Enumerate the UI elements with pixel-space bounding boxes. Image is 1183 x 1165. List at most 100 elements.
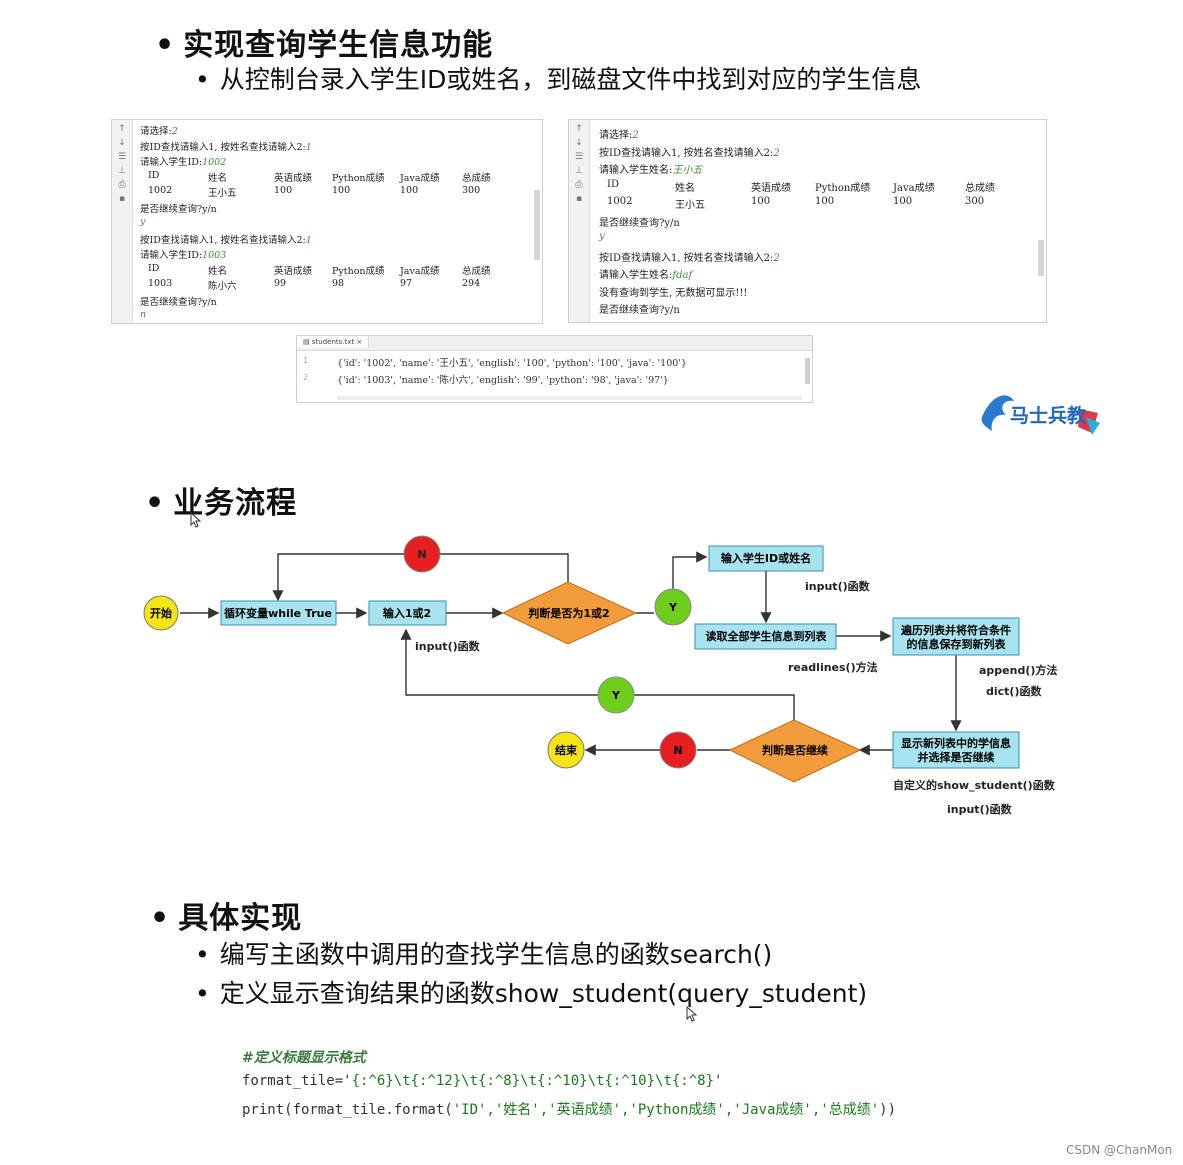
editor-hscrollbar[interactable] [337, 396, 802, 400]
console-prompt: 请选择: [599, 130, 633, 141]
note-input-3: input()函数 [947, 803, 1012, 816]
editor-scrollbar[interactable] [805, 358, 810, 384]
note-input-1: input()函数 [805, 580, 870, 593]
console-prompt: 按ID查找请输入1, 按姓名查找请输入2: [599, 147, 774, 159]
code-line-1-a: format_tile=' [242, 1073, 352, 1089]
print-icon[interactable]: ⎙ [118, 180, 126, 190]
flow-n-top-node [403, 535, 441, 573]
flow-read-all-box [694, 623, 837, 650]
code-line-2-a: print(format_tile.format( [242, 1102, 453, 1118]
console-line: 按ID查找请输入1, 按姓名查找请输入2:1 [140, 232, 312, 246]
console-cell: Java成绩 [400, 265, 440, 277]
flow-judge12-diamond [501, 581, 638, 645]
console-line: 按ID查找请输入1, 按姓名查找请输入2:2 [599, 144, 780, 159]
console-prompt: 请选择: [140, 126, 172, 137]
file-icon: ▤ [303, 338, 310, 346]
console-cell: Python成绩 [332, 265, 385, 277]
flow-n-bottom-label: N [673, 744, 682, 757]
console-cell: 300 [965, 196, 985, 207]
console-line: 是否继续查询?y/n [140, 201, 217, 215]
console-cell: 98 [332, 278, 345, 289]
trash-icon[interactable]: ▪ [118, 194, 126, 204]
console-line: 请输入学生ID:1002 [140, 154, 226, 168]
arrow-up-icon[interactable]: ↑ [118, 124, 126, 134]
console-line: 请选择:2 [599, 126, 639, 141]
flow-n-top-label: N [417, 548, 426, 561]
file-line-2[interactable]: {'id': '1003', 'name': '陈小六', 'english':… [337, 375, 669, 386]
arrow-down-icon[interactable]: ↓ [575, 138, 583, 148]
code-line-1-b: {:^6}\t{:^12}\t{:^8}\t{:^10}\t{:^10}\t{:… [351, 1073, 715, 1089]
console-line: y [140, 216, 145, 227]
console-line: 没有查询到学生, 无数据可显示!!! [599, 284, 747, 299]
console-prompt: 是否继续查询?y/n [599, 217, 680, 229]
console-input: 2 [171, 126, 178, 137]
console-prompt: 是否继续查询?y/n [599, 305, 680, 316]
flow-input-id-name-box [708, 545, 824, 572]
console-prompt: 没有查询到学生, 无数据可显示!!! [599, 287, 748, 299]
trash-icon[interactable]: ▪ [575, 194, 583, 204]
console-line: 按ID查找请输入1, 按姓名查找请输入2:1 [140, 139, 312, 153]
console-cell: 99 [274, 278, 287, 289]
console-input: fdaf [672, 270, 693, 281]
console-cell: 1003 [148, 278, 173, 289]
tab-students-txt[interactable]: ▤ students.txt × [297, 336, 370, 348]
wrap-icon[interactable]: ☰ [574, 152, 584, 162]
console-prompt: 按ID查找请输入1, 按姓名查找请输入2: [140, 141, 306, 153]
console-cell: 1002 [607, 196, 633, 207]
console-input: n [140, 309, 147, 320]
flow-y-bottom-label: Y [611, 689, 621, 702]
console-line: y [599, 231, 605, 242]
note-readlines: readlines()方法 [788, 661, 878, 674]
note-append: append()方法 [979, 664, 1058, 677]
console-line: 请输入学生ID:1003 [140, 247, 226, 261]
console-prompt: 请输入学生ID: [140, 250, 203, 261]
console-left-scrollbar[interactable] [534, 190, 540, 260]
console-cell: 陈小六 [208, 281, 237, 292]
flow-judge-continue-diamond [728, 719, 862, 783]
console-line: 是否继续查询?y/n [599, 301, 680, 316]
console-prompt: 是否继续查询?y/n [140, 203, 217, 215]
flow-read-all-label: 读取全部学生信息到列表 [706, 629, 828, 643]
console-cell: 王小五 [208, 188, 237, 199]
console-input: 1 [305, 234, 312, 246]
console-input: 王小五 [672, 165, 703, 176]
console-input: 2 [632, 130, 639, 141]
console-cell: Python成绩 [815, 182, 871, 194]
arrow-up-icon[interactable]: ↑ [575, 124, 583, 134]
flow-loop-box [220, 600, 337, 626]
console-right-scrollbar[interactable] [1038, 240, 1044, 276]
note-show-student: 自定义的show_student()函数 [893, 779, 1055, 792]
console-cell: ID [148, 262, 160, 274]
file-line-1[interactable]: {'id': '1002', 'name': '王小五', 'english':… [337, 358, 687, 369]
flow-traverse-box [892, 617, 1020, 656]
console-cell: 总成绩 [462, 265, 491, 277]
arrow-down-icon[interactable]: ↓ [118, 138, 126, 148]
pin-icon[interactable]: ⊥ [575, 166, 583, 176]
console-cell: 100 [893, 196, 913, 207]
flow-loop-label: 循环变量while True [224, 606, 332, 620]
section1-bullet: •从控制台录入学生ID或姓名，到磁盘文件中找到对应的学生信息 [195, 65, 922, 94]
console-prompt: 请输入学生ID: [140, 157, 203, 168]
print-icon[interactable]: ⎙ [575, 180, 583, 190]
console-cell: 英语成绩 [274, 265, 313, 277]
console-line: 请输入学生姓名:王小五 [599, 161, 702, 176]
console-line: 请输入学生姓名:fdaf [599, 266, 692, 281]
pin-icon[interactable]: ⊥ [118, 166, 126, 176]
flow-show-label-1: 显示新列表中的学信息 [901, 736, 1011, 750]
console-line: 按ID查找请输入1, 按姓名查找请输入2:2 [599, 249, 780, 264]
code-line-1-c: ' [714, 1073, 723, 1089]
console-cell: 294 [462, 278, 481, 289]
mouse-cursor-icon [686, 1006, 698, 1022]
console-cell: 100 [274, 185, 293, 196]
flow-show-label-2: 并选择是否继续 [918, 750, 995, 764]
wrap-icon[interactable]: ☰ [117, 152, 127, 162]
console-input: 2 [773, 252, 780, 264]
console-cell: Java成绩 [400, 172, 440, 184]
line-number: 1 [303, 356, 309, 365]
logo: 马士兵教 [978, 387, 1100, 437]
code-line-1: format_tile='{:^6}\t{:^12}\t{:^8}\t{:^10… [242, 1073, 722, 1089]
flow-input12-box [368, 600, 447, 626]
editor-tabbar: ▤ students.txt × [297, 336, 812, 351]
